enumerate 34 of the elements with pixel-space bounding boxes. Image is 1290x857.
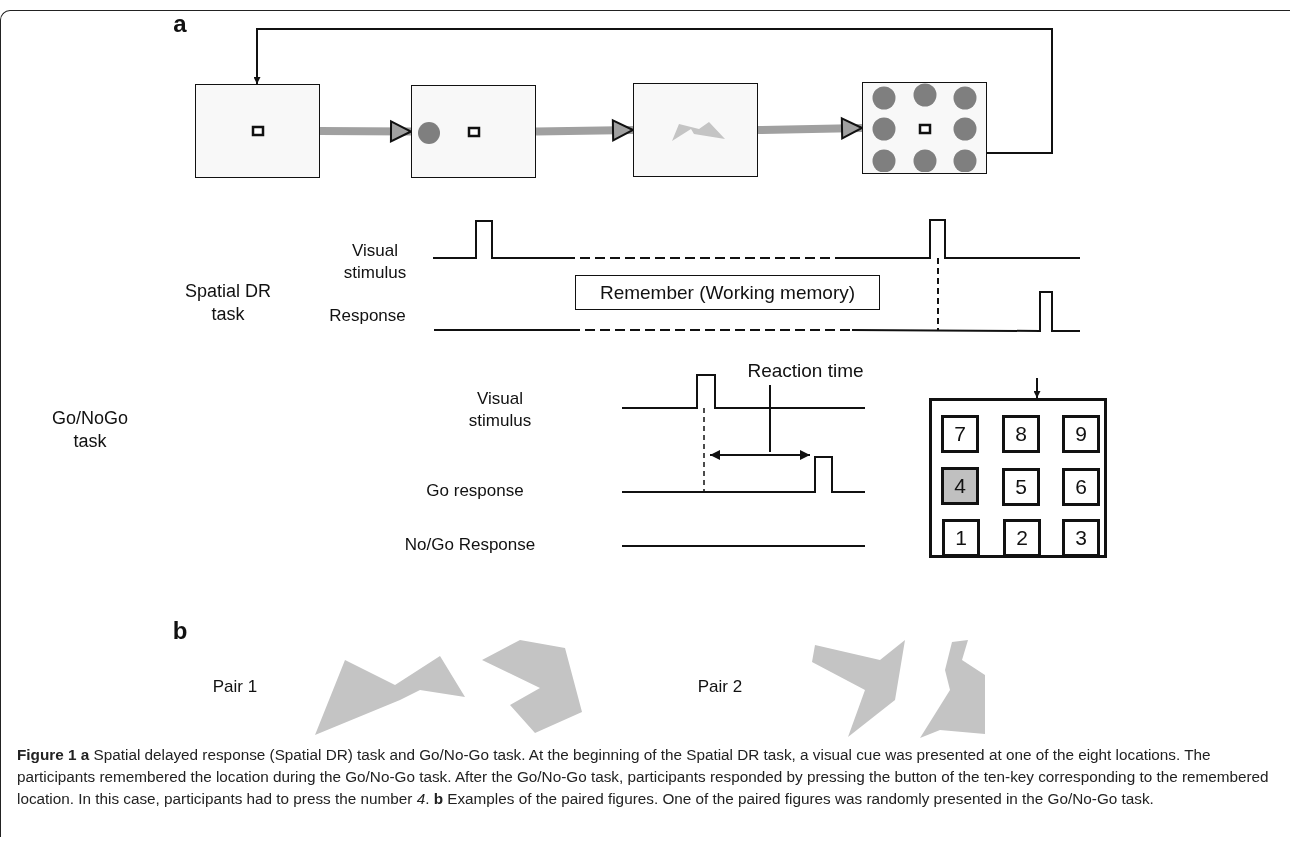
text-label: Go response bbox=[425, 480, 525, 502]
panel-letter: b bbox=[171, 616, 189, 646]
key: 3 bbox=[1062, 519, 1100, 557]
screen bbox=[411, 85, 536, 178]
text-label: Response bbox=[328, 305, 407, 327]
note-box: Remember (Working memory) bbox=[575, 275, 880, 310]
screen bbox=[633, 83, 758, 177]
text-label: Visual stimulus bbox=[342, 240, 408, 285]
leader-line bbox=[769, 384, 771, 453]
key: 2 bbox=[1003, 519, 1041, 557]
caption: Figure 1 a Spatial delayed response (Spatial DR) task and Go/No-Go task. At the beginning of the Spatial DR task, a visual cue was presented at one of the eight locations. The participants remembered the location during the Go/No-Go task. After the Go/No-Go task, participants responded by pressing the button of the ten-key corresponding to the remembered location. In this case, participants had to press the number 4. b Examples of the paired figures. One of the paired figures was randomly presented in the Go/No-Go task. bbox=[17, 745, 1270, 809]
text-label: Reaction time bbox=[728, 357, 883, 385]
key: 4 bbox=[941, 467, 979, 505]
text-label: Visual stimulus bbox=[467, 388, 533, 433]
arrow bbox=[1033, 377, 1041, 399]
block-arrow bbox=[757, 117, 863, 140]
text-label: No/Go Response bbox=[403, 534, 537, 556]
block-arrow bbox=[535, 119, 634, 142]
screen bbox=[195, 84, 320, 178]
keypad bbox=[929, 398, 1107, 558]
key: 6 bbox=[1062, 468, 1100, 506]
text-label: Go/NoGo task bbox=[50, 407, 129, 454]
panel-letter: a bbox=[172, 9, 188, 39]
text-label: Spatial DR task bbox=[183, 280, 272, 327]
block-arrow bbox=[319, 120, 412, 143]
key: 9 bbox=[1062, 415, 1100, 453]
key: 8 bbox=[1002, 415, 1040, 453]
screen bbox=[862, 82, 987, 174]
key: 1 bbox=[942, 519, 980, 557]
arrow bbox=[253, 28, 1053, 154]
text-label: Pair 1 bbox=[211, 676, 259, 698]
key: 5 bbox=[1002, 468, 1040, 506]
key: 7 bbox=[941, 415, 979, 453]
text-label: Pair 2 bbox=[696, 676, 744, 698]
